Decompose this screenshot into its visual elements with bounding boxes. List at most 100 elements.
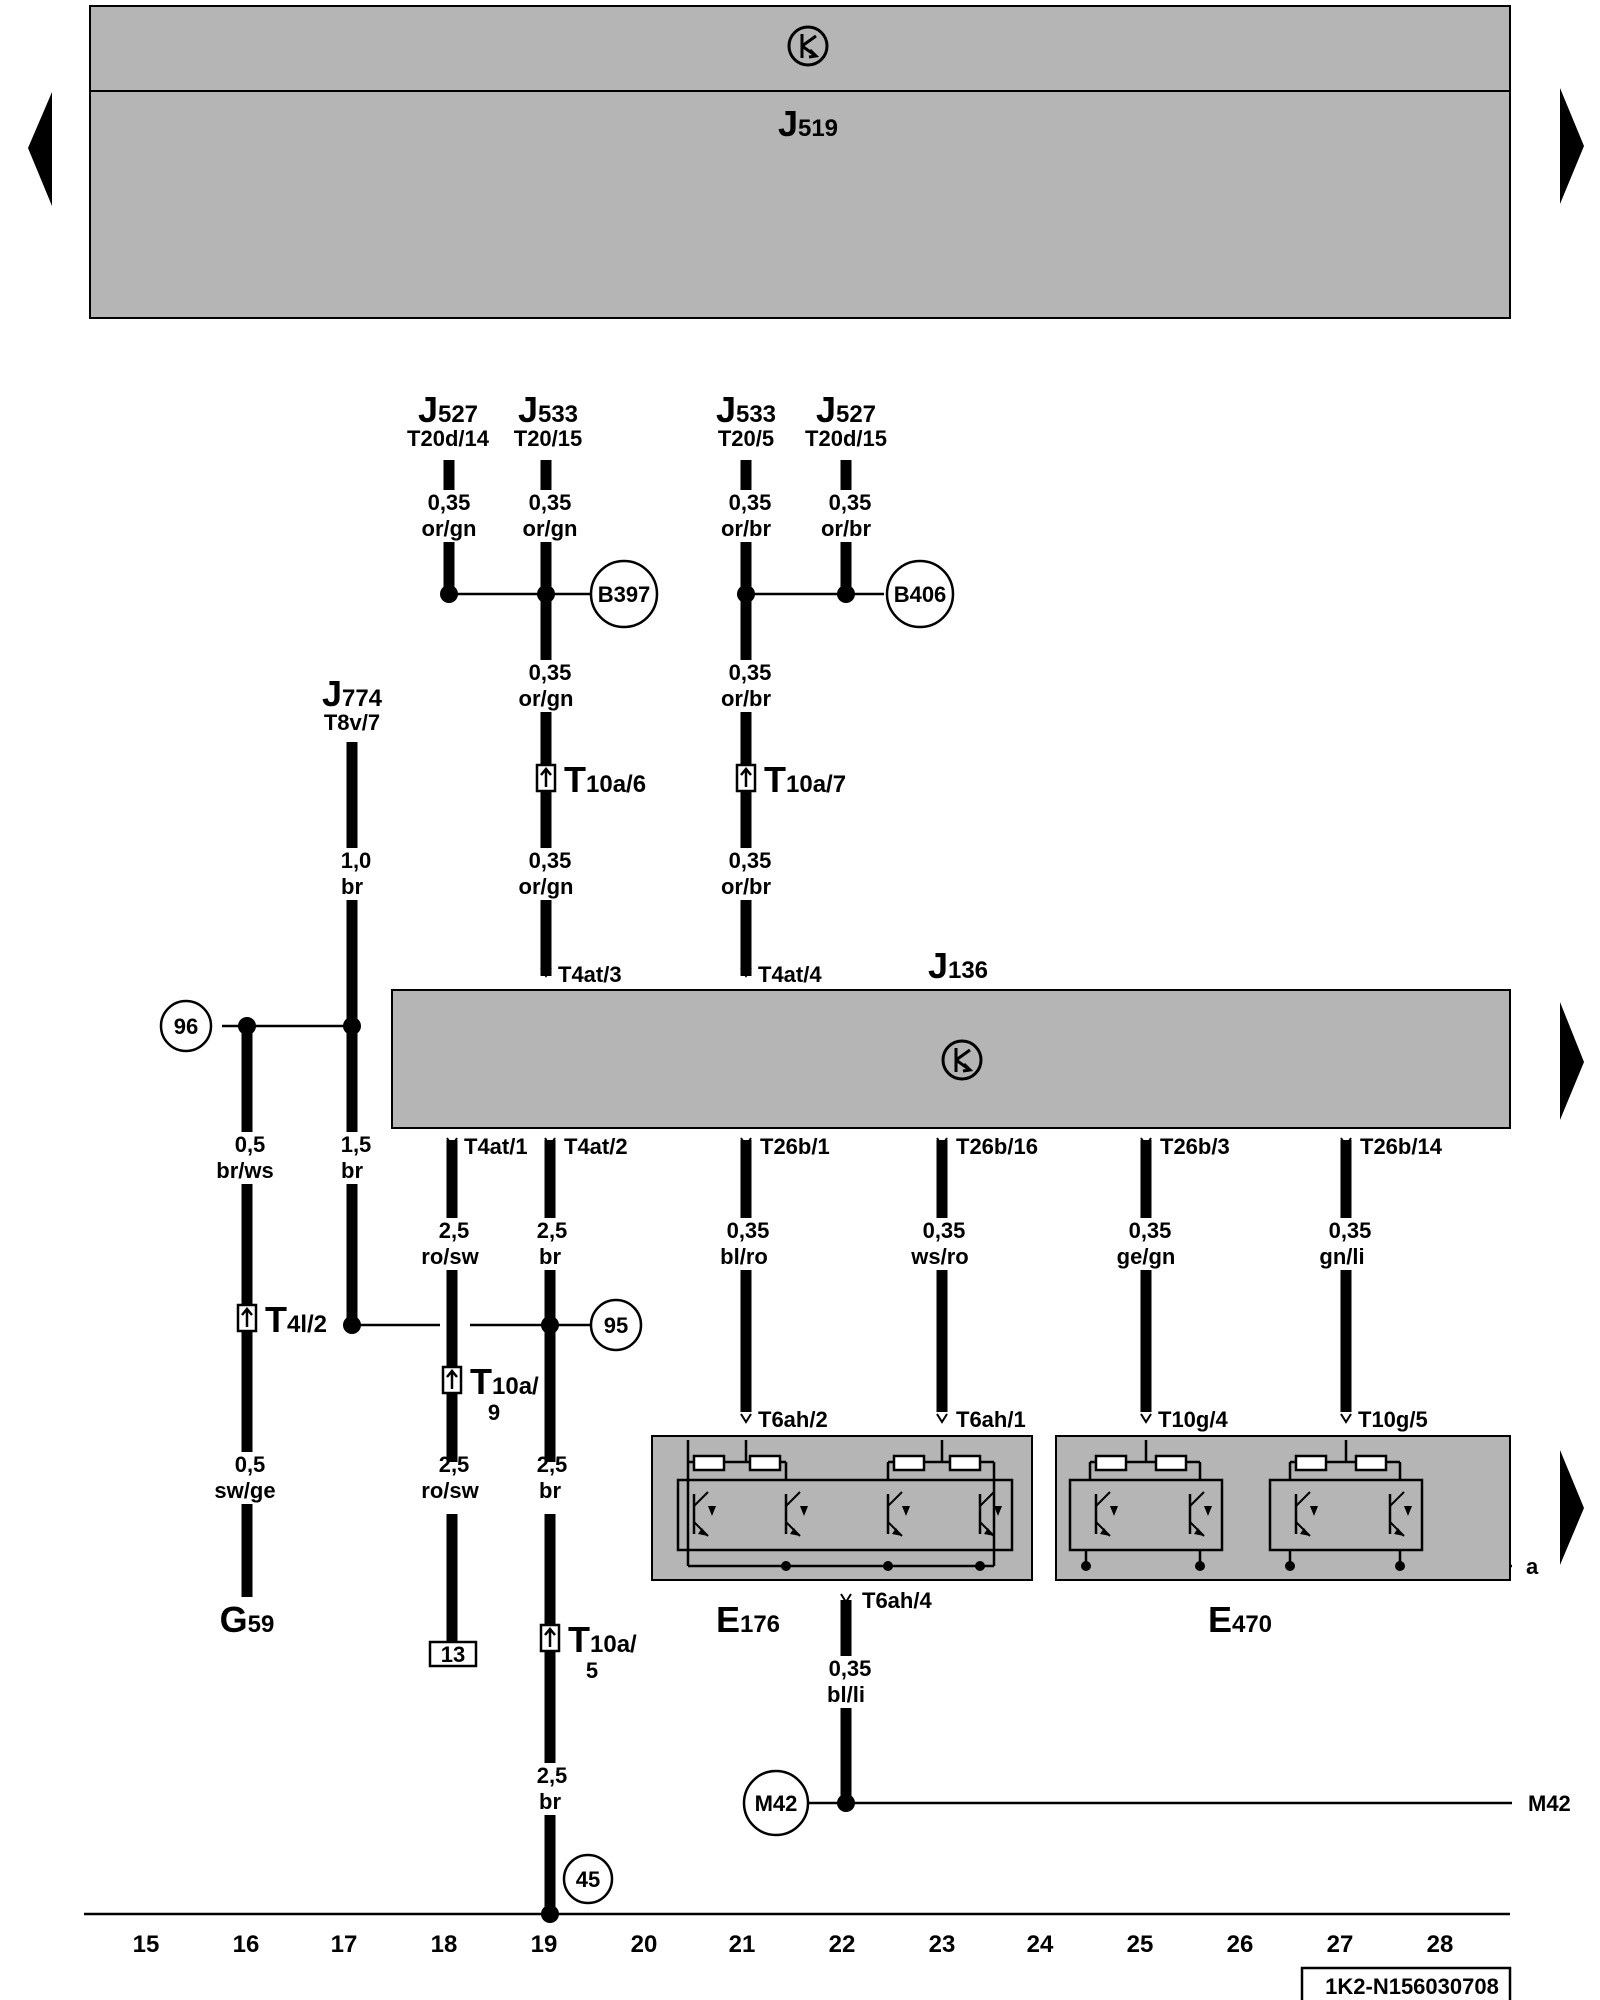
svg-text:96: 96 [174, 1014, 198, 1039]
module-j136-label: J136 [928, 945, 988, 986]
svg-text:15: 15 [133, 1931, 160, 1958]
ref-pin: T20/15 [514, 426, 583, 451]
reference-box [428, 1640, 478, 1668]
svg-text:95: 95 [604, 1313, 628, 1338]
wires [241, 460, 1352, 1915]
svg-text:T26b/14: T26b/14 [1360, 1134, 1443, 1159]
svg-text:22: 22 [829, 1931, 856, 1958]
svg-text:19: 19 [531, 1931, 558, 1958]
svg-text:B397: B397 [598, 582, 651, 607]
svg-text:T4at/1: T4at/1 [464, 1134, 528, 1159]
svg-text:0,35: 0,35 [729, 490, 772, 515]
svg-text:0,35: 0,35 [923, 1218, 966, 1243]
svg-text:28: 28 [1427, 1931, 1454, 1958]
svg-text:0,35: 0,35 [729, 660, 772, 685]
svg-text:2,5: 2,5 [439, 1218, 470, 1243]
svg-text:br: br [539, 1789, 561, 1814]
svg-text:sw/ge: sw/ge [214, 1478, 275, 1503]
module-j519-label: J519 [778, 103, 838, 144]
connector-label: T10a/7 [764, 759, 846, 800]
svg-text:0,5: 0,5 [235, 1452, 266, 1477]
svg-text:bl/li: bl/li [827, 1682, 865, 1707]
svg-text:or/gn: or/gn [519, 874, 574, 899]
module-e176: E176 [651, 1435, 1033, 1640]
svg-text:br: br [341, 1158, 363, 1183]
ref-pin: T20d/14 [407, 426, 490, 451]
svg-text:16: 16 [233, 1931, 260, 1958]
svg-text:2,5: 2,5 [537, 1218, 568, 1243]
svg-text:2,5: 2,5 [439, 1452, 470, 1477]
svg-text:0,35: 0,35 [529, 848, 572, 873]
svg-text:or/gn: or/gn [519, 686, 574, 711]
svg-text:2,5: 2,5 [537, 1452, 568, 1477]
svg-text:21: 21 [729, 1931, 756, 1958]
ref-j533-left: J533 [518, 389, 578, 430]
svg-text:T26b/3: T26b/3 [1160, 1134, 1230, 1159]
ref-j533-right: J533 [716, 389, 776, 430]
module-j136: J136 [391, 945, 1511, 1129]
connector-label: T4l/2 [265, 1299, 327, 1340]
svg-text:T10g/4: T10g/4 [1158, 1407, 1228, 1432]
top-references: J527 T20d/14 J533 T20/15 J533 T20/5 J527… [322, 389, 887, 735]
svg-text:br: br [539, 1244, 561, 1269]
svg-text:0,35: 0,35 [829, 490, 872, 515]
ref-pin: T20d/15 [805, 426, 887, 451]
connector-label-second: 5 [586, 1658, 598, 1683]
ref-j527-left: J527 [418, 389, 478, 430]
svg-text:0,35: 0,35 [727, 1218, 770, 1243]
ref-j527-right: J527 [816, 389, 876, 430]
svg-text:T4at/4: T4at/4 [758, 962, 822, 987]
module-e176-label: E176 [716, 1599, 780, 1640]
edge-label-m42: M42 [1528, 1791, 1571, 1816]
module-e470-label: E470 [1208, 1599, 1272, 1640]
column-numbers: 15 16 17 18 19 20 21 22 23 24 25 26 27 2… [133, 1931, 1454, 1958]
svg-text:2,5: 2,5 [537, 1763, 568, 1788]
svg-text:or/br: or/br [721, 686, 772, 711]
svg-text:T6ah/2: T6ah/2 [758, 1407, 828, 1432]
continue-arrow-icon[interactable] [1560, 1450, 1584, 1565]
svg-text:17: 17 [331, 1931, 358, 1958]
svg-text:18: 18 [431, 1931, 458, 1958]
svg-text:45: 45 [576, 1867, 600, 1892]
svg-text:T26b/1: T26b/1 [760, 1134, 830, 1159]
svg-text:T26b/16: T26b/16 [956, 1134, 1038, 1159]
connector-label-second: 9 [488, 1400, 500, 1425]
svg-text:T4at/3: T4at/3 [558, 962, 622, 987]
connectors: T10a/6 T10a/7 T4l/2 T10a/ 9 T10a/ 5 [236, 759, 846, 1683]
component-g59-label: G59 [220, 1599, 275, 1640]
continue-arrow-icon[interactable] [1560, 1002, 1584, 1120]
page-next-arrow-icon[interactable] [1560, 88, 1584, 204]
svg-text:0,5: 0,5 [235, 1132, 266, 1157]
svg-text:gn/li: gn/li [1319, 1244, 1364, 1269]
svg-text:0,35: 0,35 [729, 848, 772, 873]
module-j519: J519 [89, 5, 1511, 319]
pin-labels: T4at/3 T4at/4 T4at/1 T4at/2 T26b/1 T26b/… [446, 962, 1443, 1613]
svg-text:bl/ro: bl/ro [720, 1244, 768, 1269]
junction-dots [238, 585, 855, 1923]
svg-text:ro/sw: ro/sw [421, 1478, 479, 1503]
ref-pin: T8v/7 [324, 710, 380, 735]
svg-text:T4at/2: T4at/2 [564, 1134, 628, 1159]
svg-text:0,35: 0,35 [428, 490, 471, 515]
svg-text:26: 26 [1227, 1931, 1254, 1958]
svg-text:br/ws: br/ws [216, 1158, 273, 1183]
svg-text:ge/gn: ge/gn [1117, 1244, 1176, 1269]
document-id: 1K2-N156030708 [1325, 1974, 1499, 1999]
svg-text:1,5: 1,5 [341, 1132, 372, 1157]
svg-text:br: br [539, 1478, 561, 1503]
circled-nodes: B397 B406 96 95 M42 45 [159, 559, 955, 1905]
svg-text:T6ah/4: T6ah/4 [862, 1588, 932, 1613]
document-id-box [1300, 1966, 1512, 2000]
svg-text:0,35: 0,35 [529, 490, 572, 515]
ref-pin: T20/5 [718, 426, 774, 451]
svg-text:ro/sw: ro/sw [421, 1244, 479, 1269]
svg-text:ws/ro: ws/ro [910, 1244, 968, 1269]
svg-text:1,0: 1,0 [341, 848, 372, 873]
edge-label-a: a [1526, 1554, 1539, 1579]
page-prev-arrow-icon[interactable] [28, 92, 52, 206]
connector-label: T10a/ [568, 1619, 637, 1660]
connector-label: T10a/ [470, 1361, 539, 1402]
svg-text:br: br [341, 874, 363, 899]
